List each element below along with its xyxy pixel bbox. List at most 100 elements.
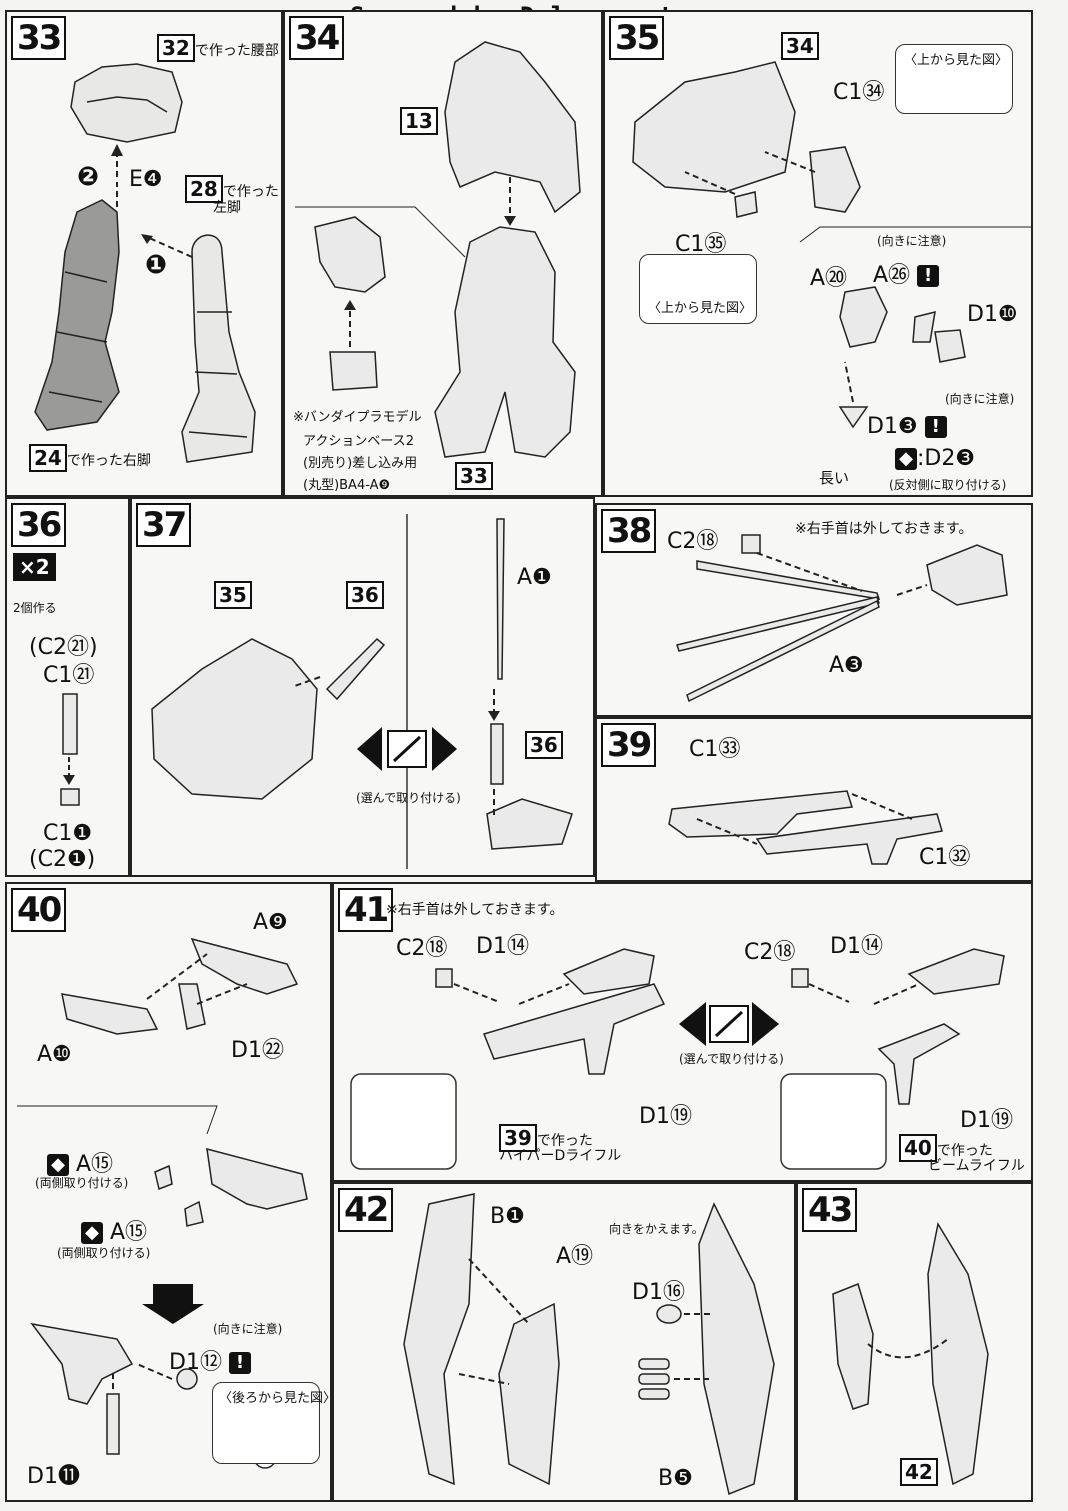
step-42-panel: 42 B❶ A⑲ 向きをかえます。 D1⑯ B❺ bbox=[332, 1182, 796, 1502]
warning-icon: ! bbox=[924, 416, 947, 438]
opposite-side-note: (反対側に取り付ける) bbox=[889, 478, 1007, 492]
step-number: 42 bbox=[338, 1188, 394, 1232]
arrow-1: ❶ bbox=[145, 250, 168, 280]
step-38-panel: 38 C2⑱ ※右手首は外しておきます。 A❸ bbox=[595, 503, 1033, 717]
part-D1-22: D1㉒ bbox=[231, 1038, 284, 1063]
both-sides-icon: ◆ bbox=[47, 1154, 69, 1176]
part-C1-34: C1㉞ bbox=[833, 80, 885, 105]
part-C1-21: C1㉑ bbox=[43, 663, 95, 688]
top-view-callout-1: 〈上から見た図〉 bbox=[895, 44, 1013, 114]
beam-rifle-illustration bbox=[17, 937, 308, 1469]
step-number: 41 bbox=[338, 888, 394, 932]
part-A26: A㉖ ! bbox=[873, 257, 940, 289]
part-D1-12: D1⑫ ! bbox=[169, 1344, 251, 1376]
warning-icon: ! bbox=[228, 1352, 251, 1374]
step-43-panel: 43 42 bbox=[796, 1182, 1033, 1502]
back-view-callout: 〈後ろから見た図〉 bbox=[212, 1382, 330, 1464]
left-leg-label: 左脚 bbox=[213, 200, 241, 216]
rifle-attach-illustration bbox=[350, 948, 1005, 1170]
step-number: 35 bbox=[609, 16, 665, 60]
part-D1-10: D1❿ bbox=[967, 302, 1018, 327]
step-number: 37 bbox=[136, 503, 192, 547]
backpack-rifle-illustration bbox=[151, 514, 573, 869]
step-number: 38 bbox=[601, 509, 657, 553]
arrow-2: ❷ bbox=[77, 162, 100, 192]
part-C2-21: (C2㉑) bbox=[29, 635, 98, 660]
step-number: 40 bbox=[11, 888, 67, 932]
part-C1-1: C1❶ bbox=[43, 821, 93, 846]
step-34-panel: 34 13 33 ※バンダイプラモデル アクションベース2 (別売り)差し込み用… bbox=[283, 10, 603, 497]
step-number: 36 bbox=[11, 503, 67, 547]
orient-note-1: (向きに注意) bbox=[877, 234, 947, 248]
part-A15-b: ◆ A⑮ bbox=[81, 1214, 147, 1246]
orient-note: (向きに注意) bbox=[213, 1322, 283, 1336]
part-A15-a: ◆ A⑮ bbox=[47, 1146, 113, 1178]
step-number: 43 bbox=[802, 1188, 858, 1232]
part-D1-16: D1⑯ bbox=[632, 1280, 685, 1305]
part-C2-1: (C2❶) bbox=[29, 847, 96, 872]
flip-icon: ◆ bbox=[895, 448, 917, 470]
shield-illustration bbox=[403, 1193, 775, 1496]
times-2-badge: ×2 bbox=[13, 553, 56, 581]
part-B5: B❺ bbox=[658, 1466, 693, 1491]
part-D1-14-b: D1⑭ bbox=[830, 934, 883, 959]
part-E4: E❹ bbox=[129, 167, 163, 192]
part-A1: A❶ bbox=[517, 565, 552, 590]
antenna-hand-illustration bbox=[676, 534, 1008, 703]
both-sides-icon: ◆ bbox=[81, 1222, 103, 1244]
part-A20: A⑳ bbox=[810, 266, 848, 291]
beam-rifle-label: ビームライフル bbox=[928, 1158, 1025, 1174]
step-number: 33 bbox=[11, 16, 67, 60]
part-D1-3: D1❸ ! bbox=[867, 414, 947, 439]
step-36-panel: 36 ×2 2個作る (C2㉑) C1㉑ C1❶ (C2❶) bbox=[5, 497, 130, 877]
top-view-callout-2: 〈上から見た図〉 bbox=[639, 254, 757, 324]
part-B1: B❶ bbox=[490, 1204, 525, 1229]
step-40-panel: 40 A❾ A❿ D1㉒ ◆ A⑮ bbox=[5, 882, 332, 1502]
ref-36: 36 bbox=[346, 581, 384, 609]
both-sides-note-2: (両側取り付ける) bbox=[57, 1246, 151, 1260]
ref-36-b: 36 bbox=[525, 731, 563, 759]
choose-note: (選んで取り付ける) bbox=[679, 1052, 784, 1066]
part-C1-33: C1㉝ bbox=[689, 737, 741, 762]
part-D1-11: D1⓫ bbox=[27, 1464, 80, 1489]
part-D1-14-a: D1⑭ bbox=[476, 934, 529, 959]
part-C1-32: C1㉜ bbox=[919, 845, 971, 870]
peg-illustration bbox=[60, 693, 80, 806]
step-35-panel: 35 34 C1㉞ 〈上から見た図〉 C1㉟ 〈上から見た図〉 (向きに注 bbox=[603, 10, 1033, 497]
step-39-panel: 39 C1㉝ C1㉜ bbox=[595, 717, 1033, 882]
ref-34: 34 bbox=[781, 32, 819, 60]
part-A19: A⑲ bbox=[556, 1244, 594, 1269]
long-label: 長い bbox=[819, 469, 850, 487]
waist-and-legs-illustration bbox=[34, 63, 256, 463]
part-C2-18: C2⑱ bbox=[667, 529, 719, 554]
ref-13: 13 bbox=[400, 107, 438, 135]
orient-note-2: (向きに注意) bbox=[945, 392, 1015, 406]
hyper-d-rifle-label: ハイパーDライフル bbox=[499, 1148, 622, 1164]
shield-arm-illustration bbox=[832, 1221, 989, 1486]
ref-35: 35 bbox=[214, 581, 252, 609]
make-2-note: 2個作る bbox=[13, 601, 57, 615]
warning-icon: ! bbox=[917, 265, 940, 287]
part-A3: A❸ bbox=[829, 653, 864, 678]
base-note-2: アクションベース2 bbox=[303, 434, 414, 449]
part-D1-19-a: D1⑲ bbox=[639, 1104, 692, 1129]
part-A9: A❾ bbox=[253, 910, 288, 935]
ref-42: 42 bbox=[900, 1458, 938, 1486]
step-number: 39 bbox=[601, 723, 657, 767]
step-number: 34 bbox=[289, 16, 345, 60]
wrist-note: ※右手首は外しておきます。 bbox=[795, 521, 973, 537]
part-C2-18-b: C2⑱ bbox=[744, 940, 796, 965]
part-C2-18-a: C2⑱ bbox=[396, 936, 448, 961]
part-A10: A❿ bbox=[37, 1042, 72, 1067]
base-note-4: (丸型)BA4-A❾ bbox=[303, 478, 391, 493]
ref-33: 33 bbox=[455, 462, 493, 490]
backpack-illustration bbox=[632, 61, 1031, 429]
part-C1-35: C1㉟ bbox=[675, 232, 727, 257]
